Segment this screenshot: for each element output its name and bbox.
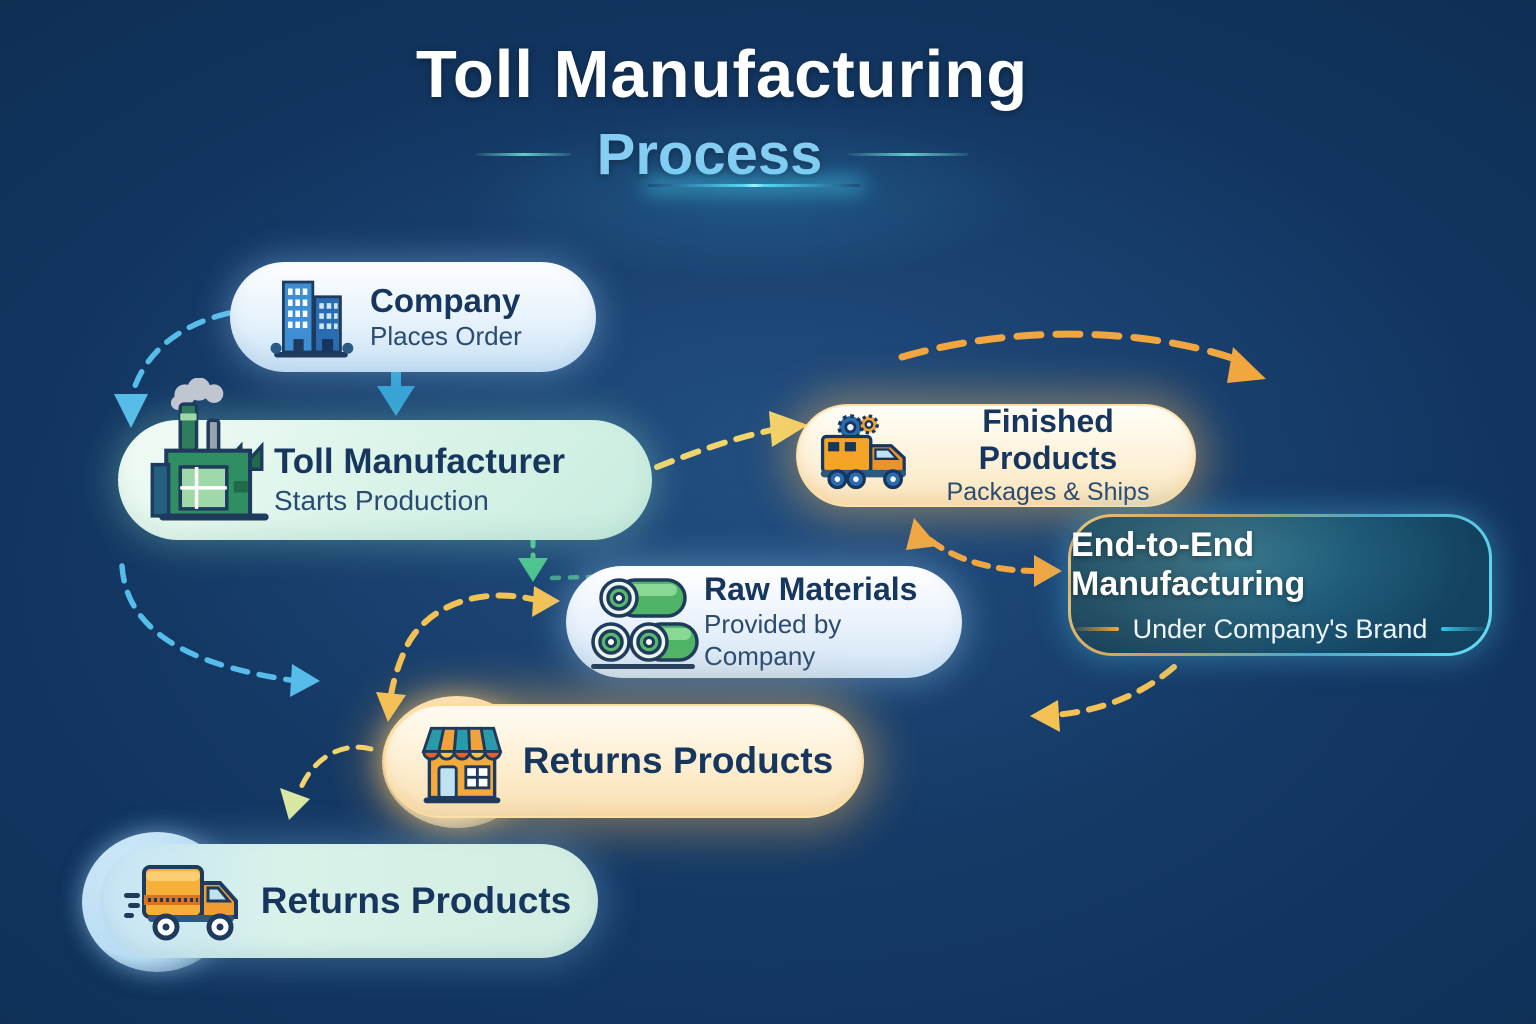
card-toll-manufacturer: Toll Manufacturer Starts Production xyxy=(118,378,652,540)
truck-with-gears-icon xyxy=(814,408,922,504)
card-returns-store: Returns Products xyxy=(384,704,864,818)
raw-subtitle: Provided by Company xyxy=(704,608,842,672)
arrow-toll-down-left xyxy=(119,563,320,697)
arrow-finished-outbound xyxy=(898,330,1266,383)
cyan-dash xyxy=(1441,627,1486,631)
office-buildings-icon xyxy=(252,267,370,367)
card-returns-truck: Returns Products xyxy=(100,844,598,958)
orange-dash xyxy=(1074,627,1119,631)
end-to-end-subtitle: Under Company's Brand xyxy=(1132,613,1428,644)
card-finished-products: Finished Products Packages & Ships xyxy=(796,403,1196,507)
delivery-truck-icon xyxy=(118,849,258,953)
title-left-dash xyxy=(475,153,571,156)
finished-subtitle: Packages & Ships xyxy=(946,477,1150,506)
toll-subtitle: Starts Production xyxy=(274,484,489,516)
arrow-store-to-truck xyxy=(280,744,374,820)
title-glow-line xyxy=(648,184,860,187)
arrow-endtoend-to-returns xyxy=(1030,664,1177,732)
page-title: Toll Manufacturing xyxy=(415,37,1029,112)
factory-icon xyxy=(142,378,274,540)
card-raw-materials: Raw Materials Provided by Company xyxy=(566,566,962,678)
page-subtitle: Process xyxy=(596,122,823,187)
end-to-end-title: End-to-End Manufacturing xyxy=(1071,525,1306,603)
company-subtitle: Places Order xyxy=(370,320,522,351)
card-end-to-end: End-to-End Manufacturing Under Company's… xyxy=(1068,514,1492,656)
arrow-returns-raw xyxy=(376,586,560,722)
page-subtitle-row: Process xyxy=(0,121,1444,188)
company-title: Company xyxy=(370,281,521,319)
toll-title: Toll Manufacturer xyxy=(274,442,566,482)
material-rolls-icon xyxy=(582,570,704,674)
title-right-dash xyxy=(848,153,969,156)
returns-truck-title: Returns Products xyxy=(260,879,572,921)
card-company: Company Places Order xyxy=(230,262,596,372)
arrow-toll-to-finished xyxy=(654,411,808,470)
storefront-icon xyxy=(406,711,518,811)
raw-title: Raw Materials xyxy=(704,571,918,608)
page-title-block: Toll Manufacturing Process xyxy=(0,36,1444,188)
finished-title: Finished Products xyxy=(978,403,1118,476)
end-to-end-subtitle-row: Under Company's Brand xyxy=(1074,613,1486,645)
returns-store-title: Returns Products xyxy=(522,739,834,781)
